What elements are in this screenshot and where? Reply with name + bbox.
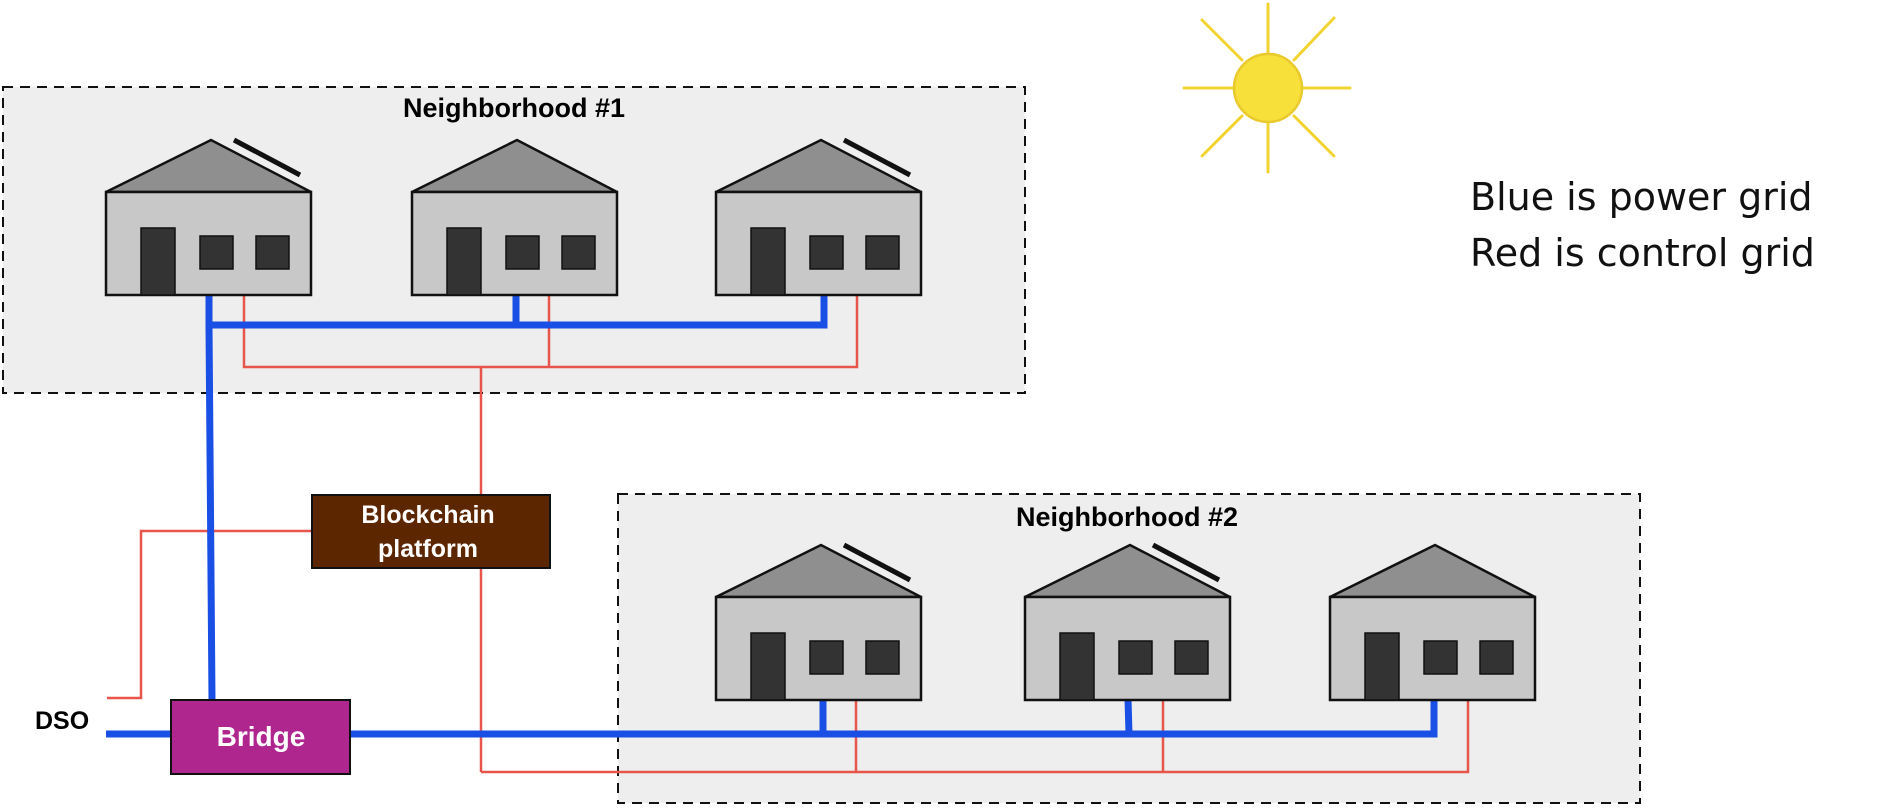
house-icon <box>1023 542 1232 702</box>
window-icon <box>1174 640 1209 675</box>
house-icon <box>714 542 923 702</box>
bridge-label: Bridge <box>217 721 306 752</box>
sun-icon <box>1182 2 1352 174</box>
neighborhood-2-label: Neighborhood #2 <box>1016 502 1238 532</box>
legend-control: Red is control grid <box>1470 231 1815 275</box>
solar-panel-icon <box>842 137 912 178</box>
house-icon <box>714 137 923 297</box>
window-icon <box>1479 640 1514 675</box>
door-icon <box>140 227 176 296</box>
blockchain-label-line1: Blockchain <box>361 501 494 529</box>
power-grid <box>106 295 1438 738</box>
bridge: Bridge <box>170 699 351 775</box>
window-icon <box>505 235 540 270</box>
control-grid <box>107 295 1470 774</box>
door-icon <box>1059 632 1095 701</box>
door-icon <box>750 632 786 701</box>
door-icon <box>446 227 482 296</box>
dso-label: DSO <box>35 707 89 735</box>
window-icon <box>809 235 844 270</box>
window-icon <box>865 640 900 675</box>
window-icon <box>1423 640 1458 675</box>
window-icon <box>865 235 900 270</box>
window-icon <box>1118 640 1153 675</box>
window-icon <box>561 235 596 270</box>
houses <box>104 137 1537 702</box>
solar-panel-icon <box>1151 542 1221 583</box>
legend-power: Blue is power grid <box>1470 175 1813 219</box>
door-icon <box>1364 632 1400 701</box>
solar-panel-icon <box>232 137 302 178</box>
blockchain-label-line2: platform <box>378 535 478 563</box>
solar-panel-icon <box>842 542 912 583</box>
window-icon <box>199 235 234 270</box>
window-icon <box>255 235 290 270</box>
house-icon <box>104 137 313 297</box>
house-icon <box>410 138 619 297</box>
house-icon <box>1328 543 1537 702</box>
neighborhood-1-label: Neighborhood #1 <box>403 93 625 123</box>
window-icon <box>809 640 844 675</box>
door-icon <box>750 227 786 296</box>
blockchain-platform: Blockchain platform <box>311 494 551 569</box>
